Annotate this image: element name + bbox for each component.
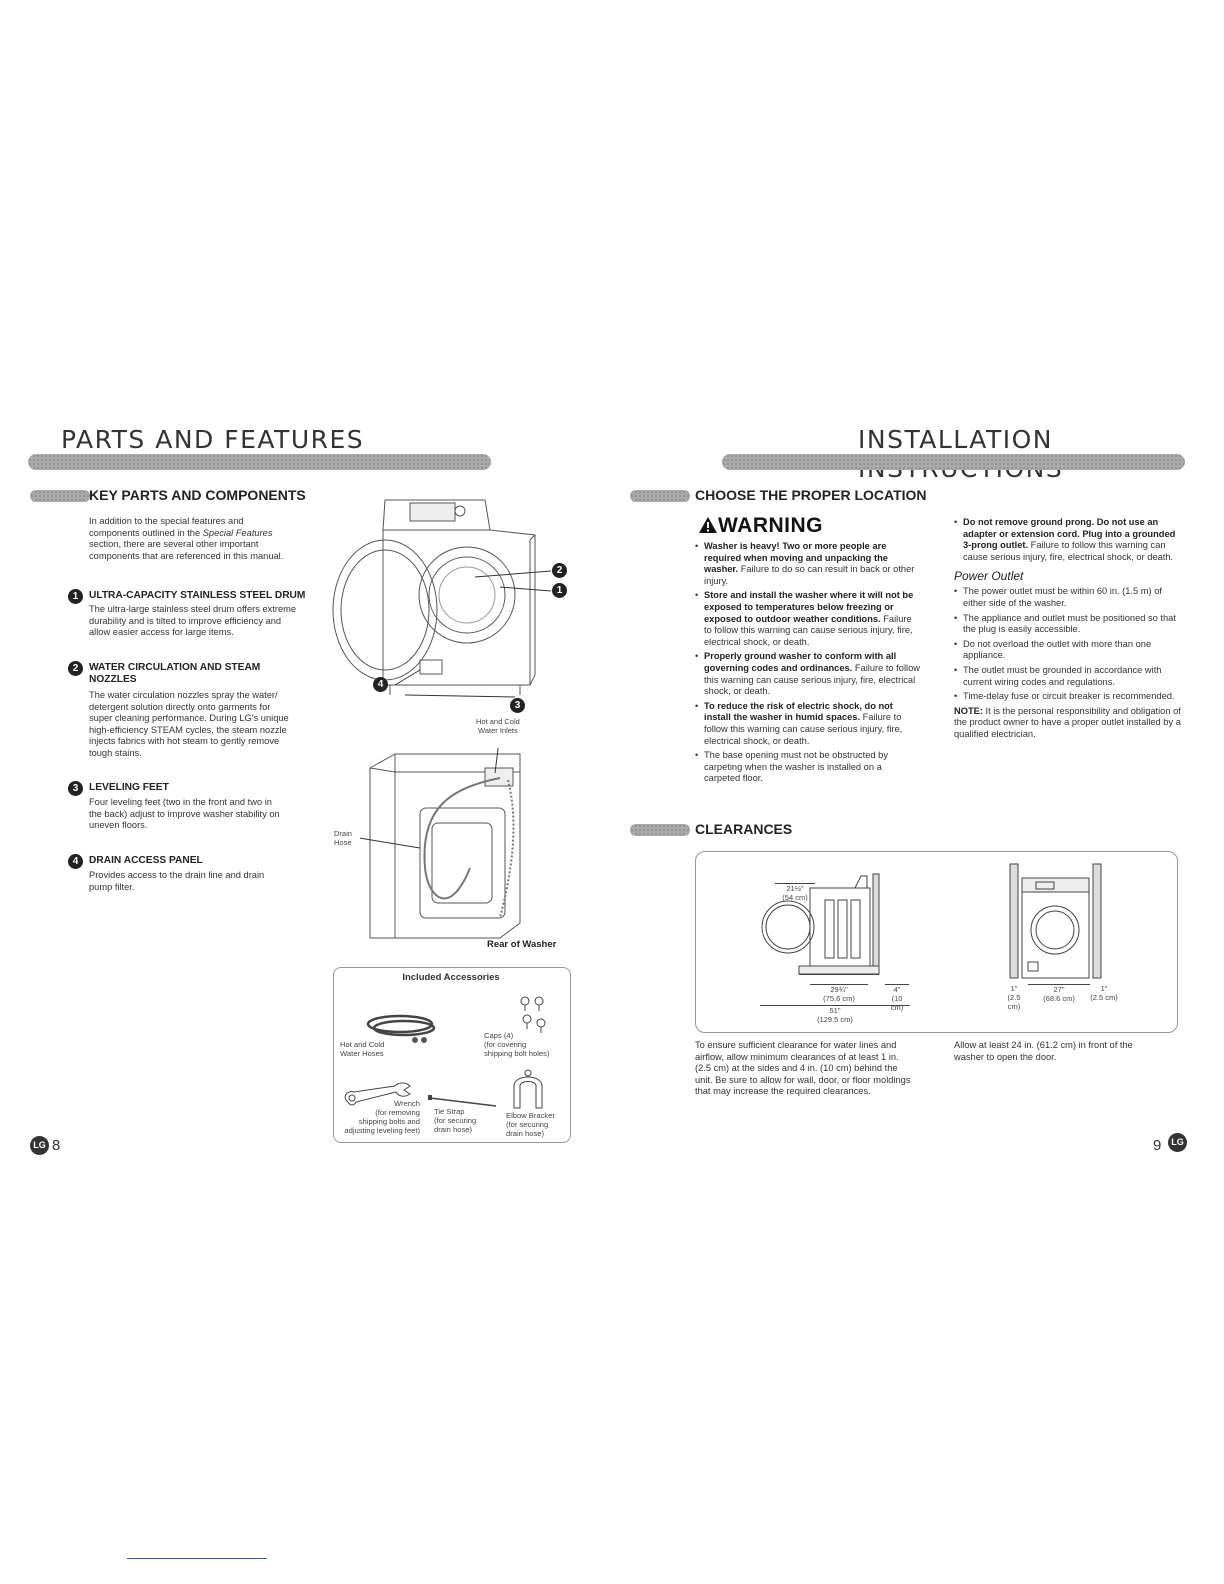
section-pill-location [630,490,690,502]
warning-item: Store and install the washer where it wi… [695,590,920,648]
section-pill [30,490,90,502]
elbow-bracket-illustration [513,1069,543,1109]
dim-depth-door: 21½"(54 cm) [775,883,815,902]
ground-warning: Do not remove ground prong. Do not use a… [954,517,1182,563]
note-text: NOTE: It is the personal responsibility … [954,705,1181,739]
intro-text: In addition to the special features and … [89,516,284,561]
accessories-title: Included Accessories [402,972,500,983]
page-title-left: PARTS AND FEATURES [61,425,365,454]
clearance-text-right: Allow at least 24 in. (61.2 cm) in front… [954,1040,1133,1062]
wrench-illustration [344,1082,411,1106]
item-text-drum: The ultra-large stainless steel drum off… [89,604,297,638]
warning-triangle-icon [699,517,717,533]
callout-number-3: 3 [68,781,83,796]
dim-total-depth: 51"(129.5 cm) [760,1005,910,1024]
callout-number-1: 1 [68,589,83,604]
right-column: Do not remove ground prong. Do not use a… [954,517,1182,741]
diagram-callout-1: 1 [552,583,567,598]
tie-strap-illustration [428,1095,497,1107]
caption-tie-strap: Tie Strap (for securing drain hose) [434,1107,477,1134]
clearance-text-left: To ensure sufficient clearance for water… [695,1040,911,1097]
label-water-inlets: Hot and Cold Water Inlets [476,717,520,735]
warning-item: The base opening must not be obstructed … [695,750,920,785]
page-number-right: 9 [1153,1137,1162,1154]
washer-front-illustration [332,499,552,698]
diagram-callout-4: 4 [373,677,388,692]
washer-rear-illustration [360,748,521,939]
item-heading-drain: DRAIN ACCESS PANEL [89,855,203,866]
hoses-illustration [366,1014,436,1043]
dim-right-gap: 1"(2.5 cm) [1090,984,1118,1002]
caption-hoses: Hot and Cold Water Hoses [340,1040,385,1058]
diagram-callout-3: 3 [510,698,525,713]
power-item: The power outlet must be within 60 in. (… [954,586,1182,609]
dim-depth-washer: 29¾"(75.6 cm) [810,984,868,1003]
callout-line-1 [499,586,552,592]
callout-number-4: 4 [68,854,83,869]
lg-logo-right: LG [1168,1133,1187,1152]
label-rear-of-washer: Rear of Washer [487,939,557,950]
warning-header: WARNING [698,514,823,538]
warning-item: Washer is heavy! Two or more people are … [695,541,920,587]
page-number-left: 8 [52,1137,61,1154]
section-pill-clearances [630,824,690,836]
dim-left-gap: 1"(2.5 cm) [1007,984,1021,1011]
callout-line-2 [474,570,552,578]
caption-wrench: Wrench (for removing shipping bolts and … [344,1099,420,1135]
caption-caps: Caps (4) (for covering shipping bolt hol… [484,1031,550,1058]
callout-line-4 [394,669,421,686]
clearance-front-view [1009,863,1102,979]
power-outlet-title: Power Outlet [954,569,1024,584]
power-item: The appliance and outlet must be positio… [954,613,1182,636]
section-title-key-parts: KEY PARTS AND COMPONENTS [89,487,306,503]
power-item: Time-delay fuse or circuit breaker is re… [954,691,1182,703]
title-bar-left [28,454,491,470]
dim-washer-width: 27"(68.6 cm) [1028,984,1090,1003]
callout-line-3 [404,694,516,698]
dim-back-clearance: 4"(10 cm) [885,984,909,1012]
accessories-box [333,967,571,1143]
label-drain-hose: Drain Hose [334,829,352,847]
callout-number-2: 2 [68,661,83,676]
diagram-callout-2: 2 [552,563,567,578]
item-text-drain: Provides access to the drain line and dr… [89,870,265,892]
warning-item: Properly ground washer to conform with a… [695,651,920,697]
caption-elbow-bracket: Elbow Bracket (for securing drain hose) [506,1111,555,1138]
item-heading-nozzles: WATER CIRCULATION AND STEAM NOZZLES [89,662,261,685]
warning-title: WARNING [718,514,823,537]
footer-rule [127,1558,267,1559]
caps-illustration [520,996,546,1033]
section-title-clearances: CLEARANCES [695,821,793,837]
item-heading-leveling: LEVELING FEET [89,782,169,793]
power-item: The outlet must be grounded in accordanc… [954,665,1182,688]
power-item: Do not overload the outlet with more tha… [954,639,1182,662]
clearances-box [695,851,1178,1033]
warning-item: To reduce the risk of electric shock, do… [695,701,920,747]
title-bar-right [722,454,1185,470]
warning-list: Washer is heavy! Two or more people are … [695,541,920,788]
section-title-location: CHOOSE THE PROPER LOCATION [695,487,927,503]
clearance-side-view [761,873,880,975]
lg-logo-left: LG [30,1136,49,1155]
item-text-leveling: Four leveling feet (two in the front and… [89,797,280,831]
item-text-nozzles: The water circulation nozzles spray the … [89,690,289,758]
item-heading-drum: ULTRA-CAPACITY STAINLESS STEEL DRUM [89,590,306,601]
